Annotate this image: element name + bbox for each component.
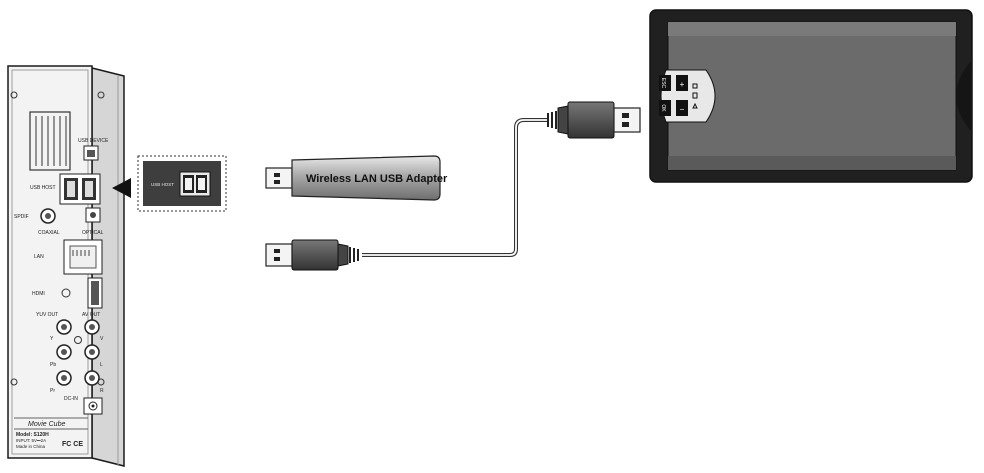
certification-marks: FC CE	[62, 441, 83, 448]
pr-label: Pr	[50, 388, 55, 394]
callout-usb-host-label: USB HOST	[151, 182, 174, 187]
media-player-rear-panel: USB DEVICE USB HOST SPDIF COAXIAL OPTICA…	[7, 65, 125, 467]
spdif-label: SPDIF	[14, 214, 29, 220]
l-label: L	[100, 362, 103, 368]
usb-host-zoom-callout: USB HOST	[137, 155, 227, 212]
optical-label: OPTICAL	[82, 230, 104, 236]
made-in-label: Made in China	[16, 444, 46, 449]
drive-button-panel: ESC OK + −	[659, 69, 716, 123]
minus-label: −	[680, 105, 685, 114]
usb-extension-cable	[265, 101, 641, 271]
adapter-label: Wireless LAN USB Adapter	[306, 173, 448, 185]
y-label: Y	[50, 336, 54, 342]
pause-icon	[692, 92, 698, 99]
external-drive-unit: ESC OK + −	[649, 9, 973, 183]
product-label: Movie Cube Model: S120H INPUT: 5V⎓2A Mad…	[14, 417, 88, 449]
r-label: R	[100, 388, 104, 394]
pb-label: Pb	[50, 362, 56, 368]
usb-host-ports: USB HOST	[30, 173, 101, 205]
usb-device-port: USB DEVICE	[78, 138, 109, 161]
usb-device-label: USB DEVICE	[78, 138, 109, 144]
pointer-arrow-icon	[112, 178, 131, 198]
spdif-ports: SPDIF COAXIAL OPTICAL	[14, 207, 104, 236]
brand-label: Movie Cube	[28, 421, 65, 428]
yuv-out-label: YUV OUT	[36, 312, 58, 318]
lan-label: LAN	[34, 254, 44, 260]
av-out-label: AV OUT	[82, 312, 100, 318]
dc-in-port: DC-IN	[64, 396, 103, 415]
plus-label: +	[680, 80, 685, 89]
wireless-lan-usb-adapter: Wireless LAN USB Adapter	[265, 155, 448, 201]
hdmi-port: HDMI	[32, 277, 103, 309]
play-icon	[692, 102, 698, 109]
ok-label: OK	[660, 104, 666, 112]
v-label: V	[100, 336, 104, 342]
coaxial-label: COAXIAL	[38, 230, 60, 236]
usb-host-label: USB HOST	[30, 185, 56, 191]
stop-icon	[692, 83, 698, 89]
hdmi-label: HDMI	[32, 291, 45, 297]
dc-in-label: DC-IN	[64, 396, 78, 402]
vent-grille	[29, 111, 71, 171]
esc-label: ESC	[660, 78, 666, 89]
input-rating-label: INPUT: 5V⎓2A	[16, 438, 46, 443]
av-output-jacks: YUV OUT AV OUT Y V Pb L Pr R	[36, 312, 104, 394]
model-label: Model: S120H	[16, 432, 49, 438]
lan-port: LAN	[34, 239, 103, 275]
